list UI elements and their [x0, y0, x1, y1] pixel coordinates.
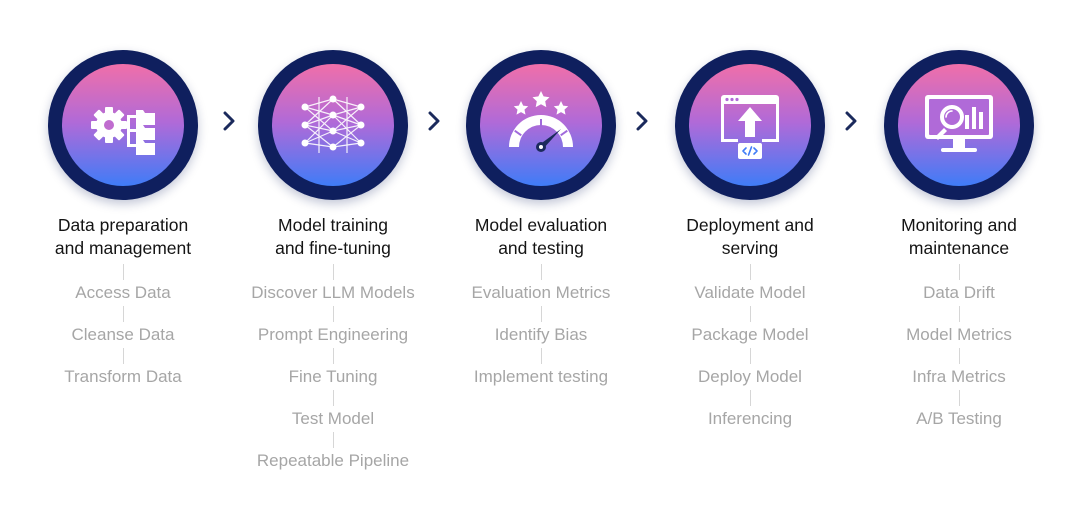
- separator: [958, 348, 960, 364]
- separator: [540, 264, 542, 280]
- gear-folders-icon: [91, 107, 155, 155]
- separator: [958, 390, 960, 406]
- separator: [749, 390, 751, 406]
- step-circle: [466, 50, 616, 200]
- separator: [749, 348, 751, 364]
- separator: [332, 390, 334, 406]
- separator: [540, 348, 542, 364]
- step-items: Evaluation Metrics Identify Bias Impleme…: [436, 264, 646, 390]
- step-title: Monitoring and maintenance: [901, 215, 1017, 258]
- step-items: Access Data Cleanse Data Transform Data: [18, 264, 228, 390]
- separator: [122, 306, 124, 322]
- step-circle: [675, 50, 825, 200]
- chevron-right-icon: [223, 111, 235, 131]
- list-item: Model Metrics: [906, 325, 1012, 344]
- monitor-search-icon: [925, 95, 993, 152]
- separator: [332, 348, 334, 364]
- separator: [958, 306, 960, 322]
- step-circle: [258, 50, 408, 200]
- step-circle: [884, 50, 1034, 200]
- list-item: Identify Bias: [494, 325, 588, 344]
- list-item: Cleanse Data: [71, 325, 175, 344]
- list-item: Test Model: [291, 409, 375, 428]
- chevron-right-icon: [428, 111, 440, 131]
- step-title: Model training and fine-tuning: [275, 215, 391, 258]
- step-monitoring: Monitoring and maintenance Data Drift Mo…: [854, 50, 1064, 432]
- list-item: Transform Data: [64, 367, 182, 386]
- separator: [332, 306, 334, 322]
- separator: [332, 264, 334, 280]
- list-item: Implement testing: [473, 367, 609, 386]
- list-item: Prompt Engineering: [257, 325, 409, 344]
- step-items: Discover LLM Models Prompt Engineering F…: [228, 264, 438, 474]
- list-item: Fine Tuning: [288, 367, 378, 386]
- gauge-stars-icon: [509, 91, 573, 152]
- step-items: Data Drift Model Metrics Infra Metrics A…: [854, 264, 1064, 432]
- step-title: Model evaluation and testing: [474, 215, 608, 258]
- list-item: Validate Model: [694, 283, 806, 302]
- list-item: Package Model: [691, 325, 809, 344]
- list-item: Data Drift: [923, 283, 995, 302]
- list-item: Deploy Model: [698, 367, 802, 386]
- list-item: Inferencing: [707, 409, 793, 428]
- list-item: Access Data: [75, 283, 171, 302]
- step-deployment: Deployment and serving Validate Model Pa…: [645, 50, 855, 432]
- chevron-right-icon: [636, 111, 648, 131]
- step-items: Validate Model Package Model Deploy Mode…: [645, 264, 855, 432]
- neural-network-icon: [301, 95, 365, 153]
- separator: [540, 306, 542, 322]
- separator: [122, 264, 124, 280]
- step-circle: [48, 50, 198, 200]
- separator: [958, 264, 960, 280]
- separator: [749, 306, 751, 322]
- step-model-evaluation: Model evaluation and testing Evaluation …: [436, 50, 646, 390]
- separator: [749, 264, 751, 280]
- separator: [122, 348, 124, 364]
- step-title: Deployment and serving: [686, 215, 814, 258]
- list-item: Evaluation Metrics: [471, 283, 611, 302]
- step-title: Data preparation and management: [54, 215, 192, 258]
- chevron-right-icon: [845, 111, 857, 131]
- step-model-training: Model training and fine-tuning Discover …: [228, 50, 438, 474]
- list-item: A/B Testing: [916, 409, 1002, 428]
- step-data-preparation: Data preparation and management Access D…: [18, 50, 228, 390]
- list-item: Discover LLM Models: [251, 283, 415, 302]
- separator: [332, 432, 334, 448]
- upload-code-icon: [721, 95, 779, 159]
- list-item: Repeatable Pipeline: [256, 451, 410, 470]
- list-item: Infra Metrics: [912, 367, 1006, 386]
